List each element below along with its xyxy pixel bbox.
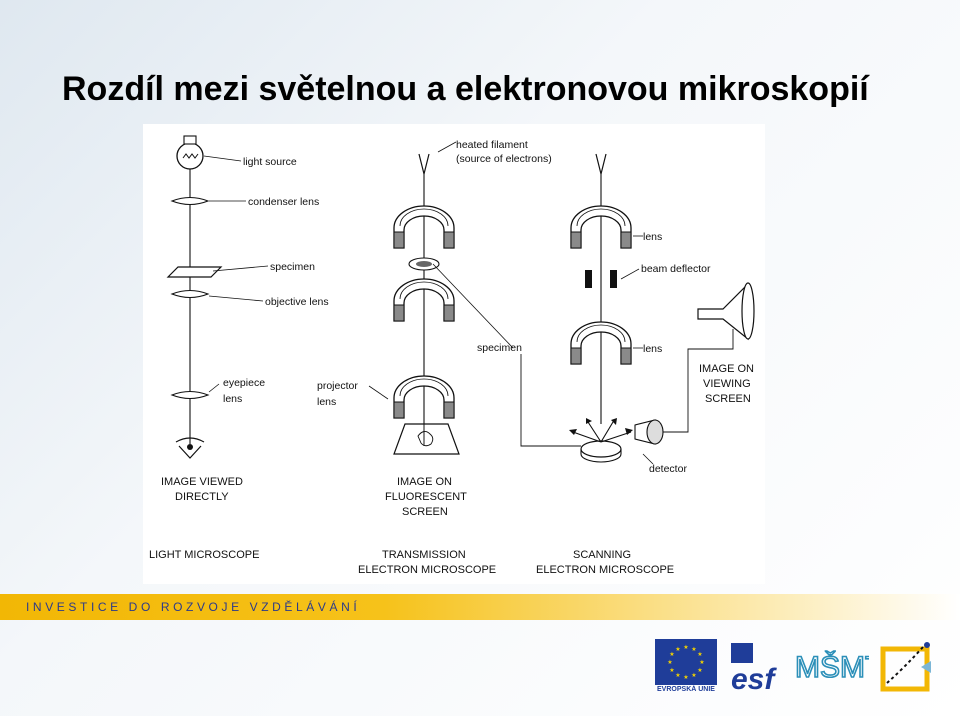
esf-logo-text: esf xyxy=(731,663,777,693)
funding-logos: ★★★ ★★★ ★★★ ★★★ EVROPSKÁ UNIE esf MŠMT xyxy=(655,635,945,697)
sem-result-line-3: SCREEN xyxy=(705,393,751,405)
label-objective-lens: objective lens xyxy=(265,296,329,308)
svg-text:★: ★ xyxy=(669,651,674,658)
beam-deflector-right xyxy=(610,270,617,288)
footer-band: INVESTICE DO ROZVOJE VZDĚLÁVÁNÍ xyxy=(0,594,960,620)
svg-text:★: ★ xyxy=(675,646,680,653)
eu-flag-icon: ★★★ ★★★ ★★★ ★★★ xyxy=(655,639,717,685)
label-source-of-electrons: (source of electrons) xyxy=(456,153,552,165)
msmt-logo-text: MŠMT xyxy=(795,650,869,684)
viewing-screen-icon xyxy=(697,282,755,341)
condenser-lens-shape xyxy=(171,196,209,206)
svg-text:★: ★ xyxy=(669,667,674,674)
label-eyepiece-lens: lens xyxy=(223,393,242,405)
label-condenser-lens: condenser lens xyxy=(248,196,319,208)
caption-tem-line-2: ELECTRON MICROSCOPE xyxy=(358,564,496,576)
detector-icon xyxy=(634,419,664,445)
sem-specimen-shape xyxy=(580,440,622,463)
transmission-electron-microscope: heated filament (source of electrons) sp… xyxy=(317,139,552,576)
specimen-slide-shape xyxy=(166,266,223,278)
svg-text:★: ★ xyxy=(667,659,672,666)
opvk-logo xyxy=(877,637,939,693)
label-lens-top: lens xyxy=(643,231,662,243)
label-lens-bottom: lens xyxy=(643,343,662,355)
tem-result-line-3: SCREEN xyxy=(402,506,448,518)
light-bulb-icon xyxy=(176,135,204,170)
caption-light-microscope: LIGHT MICROSCOPE xyxy=(149,549,259,561)
svg-text:★: ★ xyxy=(697,651,702,658)
scanning-electron-microscope: lens beam deflector lens detector IMAGE … xyxy=(423,153,755,576)
label-beam-deflector: beam deflector xyxy=(641,263,711,275)
sem-result-line-1: IMAGE ON xyxy=(699,363,754,375)
light-result-line-2: DIRECTLY xyxy=(175,491,229,503)
tem-result-line-2: FLUORESCENT xyxy=(385,491,467,503)
eye-icon xyxy=(175,437,205,459)
svg-text:★: ★ xyxy=(699,659,704,666)
svg-text:★: ★ xyxy=(675,672,680,679)
light-microscope: light source condenser lens specimen obj… xyxy=(149,135,329,561)
label-specimen-light: specimen xyxy=(270,261,315,273)
filament-icon-sem xyxy=(595,153,607,175)
label-specimen-tem: specimen xyxy=(477,342,522,354)
label-heated-filament: heated filament xyxy=(456,139,528,151)
caption-tem-line-1: TRANSMISSION xyxy=(382,549,466,561)
svg-text:★: ★ xyxy=(683,674,688,681)
svg-text:★: ★ xyxy=(697,667,702,674)
svg-text:★: ★ xyxy=(691,672,696,679)
tem-specimen-shape xyxy=(408,257,440,271)
objective-lens-shape xyxy=(171,289,209,299)
eu-caption: EVROPSKÁ UNIE xyxy=(657,686,715,693)
label-projector: projector xyxy=(317,380,358,392)
microscope-comparison-diagram: light source condenser lens specimen obj… xyxy=(143,124,765,584)
label-projector-lens: lens xyxy=(317,396,336,408)
svg-text:★: ★ xyxy=(691,646,696,653)
beam-deflector-left xyxy=(585,270,592,288)
filament-icon xyxy=(418,153,430,175)
footer-band-text: INVESTICE DO ROZVOJE VZDĚLÁVÁNÍ xyxy=(26,600,361,614)
caption-sem-line-1: SCANNING xyxy=(573,549,631,561)
label-detector: detector xyxy=(649,463,687,475)
sem-result-line-2: VIEWING xyxy=(703,378,751,390)
light-result-line-1: IMAGE VIEWED xyxy=(161,476,243,488)
caption-sem-line-2: ELECTRON MICROSCOPE xyxy=(536,564,674,576)
diagram-svg: light source condenser lens specimen obj… xyxy=(149,135,755,576)
label-light-source: light source xyxy=(243,156,297,168)
esf-logo: esf xyxy=(725,637,787,696)
label-eyepiece: eyepiece xyxy=(223,377,265,389)
svg-text:★: ★ xyxy=(683,644,688,651)
msmt-logo: MŠMT xyxy=(793,637,884,693)
slide-title: Rozdíl mezi světelnou a elektronovou mik… xyxy=(62,70,869,108)
tem-result-line-1: IMAGE ON xyxy=(397,476,452,488)
